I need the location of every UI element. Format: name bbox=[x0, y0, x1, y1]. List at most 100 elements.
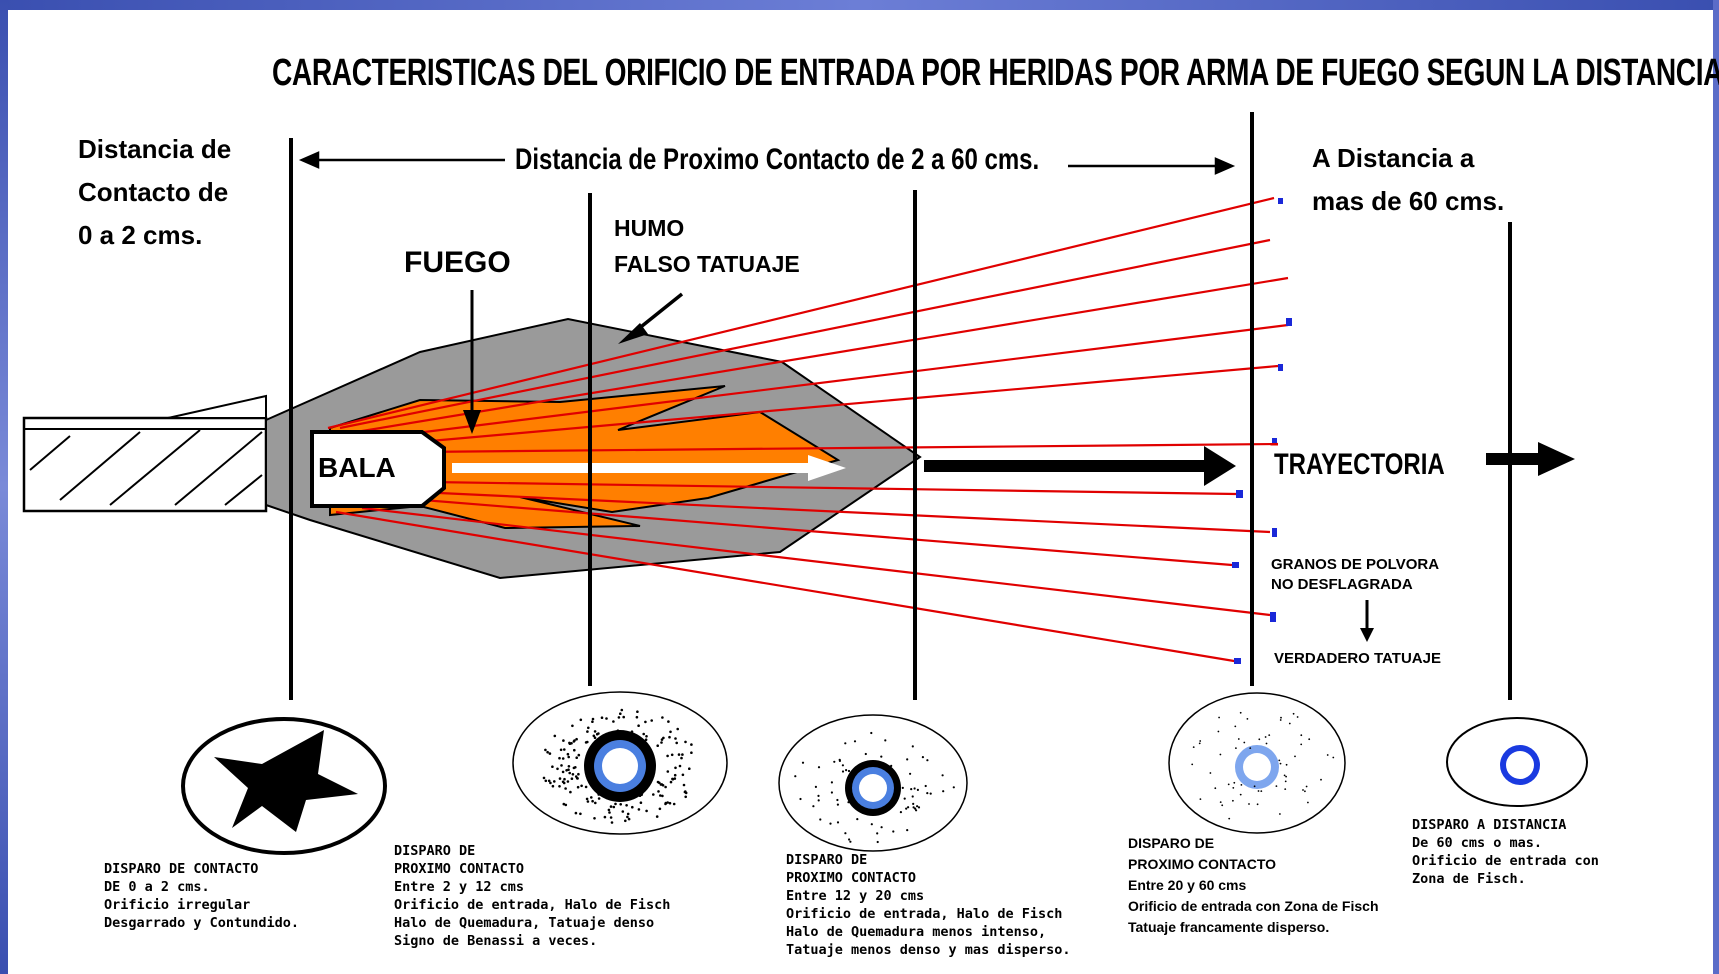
powder-dot bbox=[678, 764, 682, 768]
powder-dot bbox=[605, 717, 608, 720]
caption-line: De 60 cms o mas. bbox=[1412, 835, 1543, 851]
powder-dot bbox=[848, 838, 851, 841]
powder-dot bbox=[909, 772, 912, 775]
powder-dot bbox=[1260, 790, 1263, 792]
powder-dot bbox=[657, 790, 660, 793]
caption-line: Halo de Quemadura, Tatuaje denso bbox=[394, 915, 655, 931]
powder-dot bbox=[660, 741, 663, 744]
powder-dot bbox=[644, 738, 648, 741]
powder-dot bbox=[597, 797, 601, 800]
powder-dot bbox=[1265, 742, 1268, 745]
powder-dot bbox=[546, 750, 549, 754]
powder-dot bbox=[884, 739, 887, 742]
powder-dot bbox=[564, 803, 568, 807]
caption-line: PROXIMO CONTACTO bbox=[394, 861, 525, 877]
powder-dot bbox=[1246, 718, 1249, 720]
powder-dot bbox=[801, 761, 805, 764]
caption-distance: DISPARO A DISTANCIA De 60 cms o mas. Ori… bbox=[1412, 816, 1599, 888]
powder-dot bbox=[876, 840, 879, 844]
powder-dot bbox=[558, 756, 561, 760]
caption-line: PROXIMO CONTACTO bbox=[1128, 856, 1277, 872]
caption-near-contact-1: DISPARO DE PROXIMO CONTACTO Entre 2 y 12… bbox=[394, 842, 670, 950]
powder-dot bbox=[671, 777, 674, 781]
powder-dot bbox=[1234, 725, 1237, 728]
powder-dot bbox=[674, 766, 677, 770]
powder-dot bbox=[1257, 790, 1260, 792]
powder-dot bbox=[1308, 738, 1311, 741]
wound-distance-icon bbox=[1446, 717, 1588, 807]
caption-line: PROXIMO CONTACTO bbox=[786, 870, 917, 886]
powder-dot bbox=[571, 773, 575, 776]
caption-line: Orificio irregular bbox=[104, 897, 251, 913]
powder-dot bbox=[635, 715, 639, 719]
powder-dot bbox=[907, 806, 910, 809]
powder-dot bbox=[585, 797, 589, 801]
powder-dot bbox=[639, 801, 643, 804]
powder-dot bbox=[562, 802, 566, 806]
powder-dot bbox=[559, 748, 563, 752]
powder-dot bbox=[621, 810, 625, 813]
powder-dot bbox=[1219, 801, 1222, 803]
powder-dot bbox=[1214, 787, 1217, 790]
powder-dot bbox=[642, 732, 645, 736]
powder-dot bbox=[1268, 734, 1271, 736]
powder-dot bbox=[591, 720, 594, 723]
powder-dot bbox=[814, 785, 818, 789]
powder-dot bbox=[658, 781, 661, 785]
powder-dot bbox=[637, 724, 640, 727]
powder-dot bbox=[817, 794, 820, 798]
powder-dot bbox=[542, 776, 546, 780]
powder-dot bbox=[1294, 755, 1296, 758]
powder-dot bbox=[577, 753, 581, 757]
powder-dot bbox=[836, 798, 839, 802]
powder-dot bbox=[677, 753, 681, 756]
powder-dot bbox=[1219, 753, 1222, 756]
powder-dot bbox=[1237, 738, 1240, 740]
powder-trajectory-lines bbox=[327, 196, 1289, 664]
powder-dot bbox=[684, 795, 687, 799]
powder-dot bbox=[684, 790, 687, 793]
caption-line: DISPARO DE bbox=[786, 852, 868, 868]
powder-dot bbox=[1288, 722, 1291, 725]
powder-dot bbox=[624, 819, 627, 823]
powder-dot bbox=[680, 756, 683, 760]
powder-dot bbox=[812, 805, 815, 808]
slide-border-left bbox=[0, 0, 8, 974]
powder-dot bbox=[568, 771, 571, 775]
powder-dot bbox=[630, 730, 634, 733]
fire-label: FUEGO bbox=[404, 246, 511, 279]
powder-dot bbox=[912, 806, 915, 809]
powder-dot bbox=[794, 775, 797, 778]
caption-line: Tatuaje menos denso y mas disperso. bbox=[786, 942, 1071, 958]
powder-dot bbox=[567, 765, 571, 768]
powder-dot bbox=[847, 769, 851, 773]
powder-dot bbox=[1326, 754, 1329, 756]
powder-dot bbox=[563, 748, 566, 751]
powder-dot bbox=[847, 801, 850, 804]
powder-dot bbox=[682, 783, 686, 787]
powder-dot bbox=[829, 822, 832, 825]
powder-dot bbox=[952, 786, 955, 789]
powder-dot bbox=[592, 734, 596, 738]
wound-intermediate-icon bbox=[778, 714, 968, 852]
powder-dot bbox=[903, 797, 906, 800]
powder-dot bbox=[1243, 741, 1246, 744]
bullet-shape bbox=[310, 430, 446, 508]
powder-dot bbox=[911, 795, 914, 798]
powder-dot bbox=[855, 767, 858, 771]
powder-dot bbox=[1217, 730, 1220, 733]
near-contact-zone-label: Distancia de Proximo Contacto de 2 a 60 … bbox=[515, 143, 1040, 176]
powder-dot bbox=[656, 744, 659, 747]
powder-dot bbox=[645, 735, 648, 738]
powder-dot bbox=[817, 799, 820, 802]
powder-dot bbox=[676, 727, 679, 731]
powder-dot bbox=[579, 718, 583, 722]
powder-dot bbox=[684, 740, 687, 744]
powder-dot bbox=[664, 785, 667, 789]
powder-dot bbox=[658, 807, 662, 811]
powder-dot bbox=[1233, 781, 1236, 784]
caption-line: Orificio de entrada, Halo de Fisch bbox=[394, 897, 671, 913]
powder-dot bbox=[681, 753, 684, 756]
contact-zone-line: 0 a 2 cms. bbox=[78, 220, 203, 250]
caption-near-contact-3: DISPARO DE PROXIMO CONTACTO Entre 20 y 6… bbox=[1128, 833, 1379, 938]
